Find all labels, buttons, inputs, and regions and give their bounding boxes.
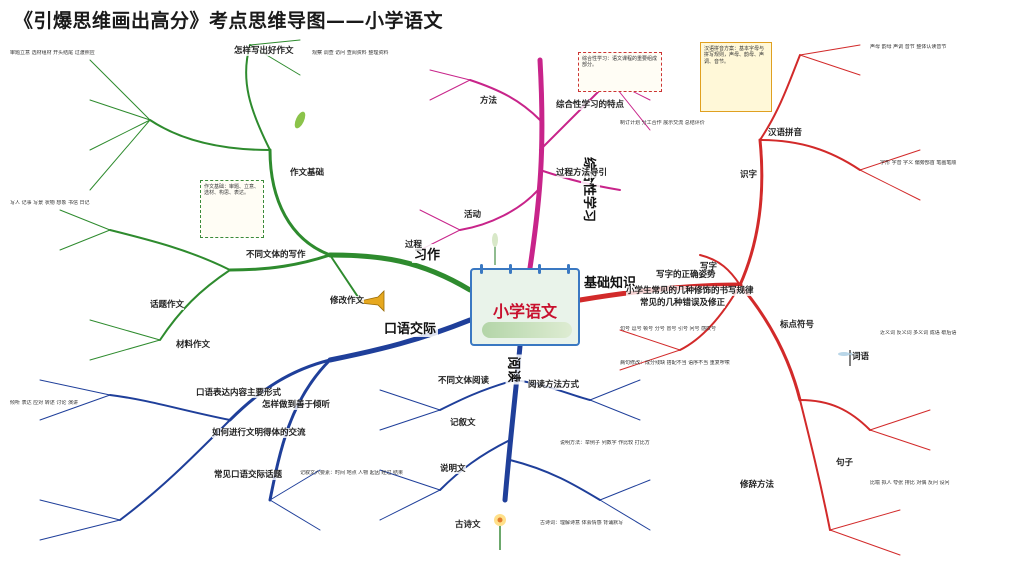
sub-label-topic: 话题作文 — [150, 300, 185, 310]
text-snippet: 倾听 表达 应对 转述 讨论 演讲 — [10, 400, 78, 406]
oral-branch-lines — [39, 317, 473, 541]
reed-icon — [492, 233, 498, 265]
sub-label-font: 小学生常见的几种修饰的书写规律 — [626, 286, 754, 296]
text-snippet: 古诗词：理解诗意 体会情感 背诵默写 — [540, 520, 624, 526]
text-snippet: 制订计划 分工合作 展示交流 总结评价 — [620, 120, 705, 126]
sub-label-writing-chars: 写字 — [700, 262, 718, 272]
ring — [567, 264, 570, 274]
text-snippet: 声母 韵母 声调 音节 整体认读音节 — [870, 44, 947, 50]
text-snippet: 比喻 拟人 夸张 排比 对偶 反问 设问 — [870, 480, 950, 486]
sub-label-method: 方法 — [480, 96, 498, 106]
lotus-leaf-icon — [482, 322, 572, 338]
note-integrated: 综合性学习：语文课程的重要组成部分。 — [578, 52, 662, 92]
sub-label-process-2: 过程 — [405, 240, 423, 250]
sub-label-revise: 修改作文 — [330, 296, 365, 306]
note-pinyin: 汉语拼音方案：基本字母与拼写规则，声母、韵母、声调、音节。 — [700, 42, 772, 112]
sub-label-text-types: 不同文体阅读 — [438, 376, 490, 386]
sub-label-expression: 口语表达内容主要形式 — [196, 388, 282, 398]
center-title: 小学语文 — [492, 302, 557, 321]
sub-label-poem: 古诗文 — [455, 520, 481, 530]
sub-label-material: 材料作文 — [176, 340, 211, 350]
sub-label-words: 词语 — [852, 352, 870, 362]
leaf-icon — [294, 111, 306, 129]
sub-label-expository: 说明文 — [440, 464, 466, 474]
sub-label-narrative: 记叙文 — [450, 418, 476, 428]
branch-label-oral: 口语交际 — [382, 318, 439, 337]
sub-label-writing-stroke: 写字的正确姿势 — [656, 270, 716, 280]
sub-label-punctuation: 标点符号 — [780, 320, 815, 330]
text-snippet: 病句修改：成分残缺 搭配不当 语序不当 重复啰嗦 — [620, 360, 730, 366]
branch-label-basic: 基础知识 — [582, 272, 639, 291]
sub-label-characters: 识字 — [740, 170, 758, 180]
text-snippet: 审题立意 选材组材 开头结尾 过渡照应 — [10, 50, 95, 56]
ring — [480, 264, 483, 274]
text-snippet: 近义词 反义词 多义词 成语 歇后语 — [880, 330, 957, 336]
text-snippet: 写人 记事 写景 状物 想象 书信 日记 — [10, 200, 90, 206]
branch-label-integrated: 综合性学习 — [581, 154, 601, 225]
text-snippet: 记叙文六要素：时间 地点 人物 起因 经过 结果 — [300, 470, 403, 476]
flower-icon — [494, 514, 506, 550]
sub-label-styles: 不同文体的写作 — [246, 250, 306, 260]
sub-label-rhetoric: 修辞方法 — [740, 480, 775, 490]
ring — [538, 264, 541, 274]
sub-label-common-topics: 常见口语交际话题 — [214, 470, 283, 480]
sub-label-activity: 活动 — [464, 210, 482, 220]
note-essay-basics: 作文基础：审题、立意、选材、构思、表达。 — [200, 180, 264, 238]
text-snippet: 字形 字音 字义 偏旁部首 笔画笔顺 — [880, 160, 957, 166]
text-snippet: 句号 逗号 顿号 分号 冒号 引号 问号 感叹号 — [620, 326, 717, 332]
sub-label-essay-basics: 作文基础 — [290, 168, 325, 178]
branch-label-reading: 阅读 — [505, 354, 525, 385]
sub-label-common-errors: 常见的几种错误及修正 — [640, 298, 726, 308]
page-title: 《引爆思维画出高分》考点思维导图——小学语文 — [14, 10, 444, 32]
ring — [509, 264, 512, 274]
sub-label-good-essay: 怎样写出好作文 — [234, 46, 294, 56]
center-node: 小学语文 — [470, 264, 580, 346]
sub-label-sentences: 句子 — [836, 458, 854, 468]
writing-branch-lines — [59, 39, 473, 361]
calendar-rings — [480, 264, 570, 274]
sub-label-reading-methods: 阅读方法方式 — [528, 380, 580, 390]
sub-label-features: 综合性学习的特点 — [556, 100, 625, 110]
text-snippet: 说明方法：举例子 列数字 作比较 打比方 — [560, 440, 650, 446]
sub-label-pinyin: 汉语拼音 — [768, 128, 803, 138]
text-snippet: 观察 调查 访问 查阅资料 整理资料 — [312, 50, 389, 56]
sub-label-process: 过程方法导引 — [556, 168, 608, 178]
sub-label-listen: 怎样做到善于倾听 — [262, 400, 331, 410]
sub-label-polite: 如何进行文明得体的交流 — [212, 428, 306, 438]
